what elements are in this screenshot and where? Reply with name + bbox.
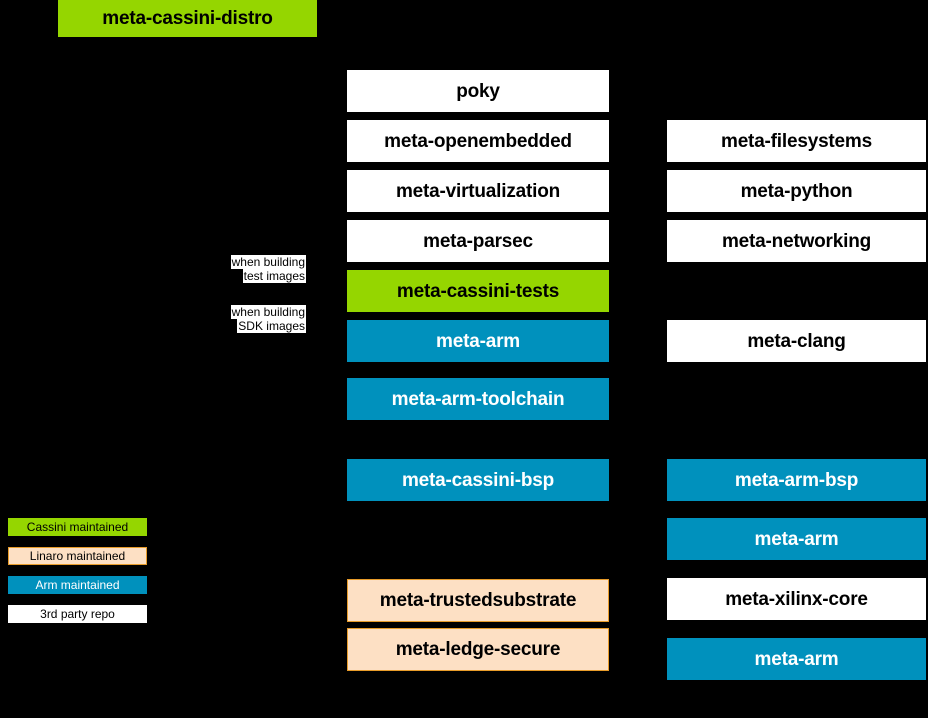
layer-box-poky[interactable]: poky bbox=[347, 70, 609, 112]
legend-item-arm-maintained: Arm maintained bbox=[8, 576, 147, 594]
legend-item-linaro-maintained: Linaro maintained bbox=[8, 547, 147, 565]
layer-box-meta-cassini-distro[interactable]: meta-cassini-distro bbox=[58, 0, 317, 37]
layer-box-meta-arm-bsp[interactable]: meta-arm-bsp bbox=[667, 459, 926, 501]
layer-box-label: meta-parsec bbox=[423, 230, 533, 252]
layer-box-meta-arm-3[interactable]: meta-arm bbox=[667, 638, 926, 680]
layer-box-meta-networking[interactable]: meta-networking bbox=[667, 220, 926, 262]
layer-box-meta-openembedded[interactable]: meta-openembedded bbox=[347, 120, 609, 162]
legend-item-label: Cassini maintained bbox=[26, 520, 129, 534]
layer-box-label: meta-openembedded bbox=[384, 130, 572, 152]
note-line-2: SDK images bbox=[237, 319, 306, 333]
layer-box-label: meta-arm-toolchain bbox=[391, 388, 565, 410]
note-line-2: test images bbox=[242, 269, 306, 283]
layer-box-meta-virtualization[interactable]: meta-virtualization bbox=[347, 170, 609, 212]
layer-box-meta-xilinx-core[interactable]: meta-xilinx-core bbox=[667, 578, 926, 620]
layer-box-label: meta-arm bbox=[754, 528, 839, 550]
layer-box-label: meta-cassini-bsp bbox=[401, 469, 555, 491]
layer-box-label: meta-xilinx-core bbox=[725, 588, 868, 610]
layer-box-label: meta-python bbox=[740, 180, 853, 202]
note-when-building-sdk-images: when building SDK images bbox=[196, 305, 306, 333]
layer-box-label: meta-networking bbox=[721, 230, 872, 252]
note-when-building-test-images: when building test images bbox=[196, 255, 306, 283]
layer-box-label: poky bbox=[456, 80, 500, 102]
layer-box-meta-python[interactable]: meta-python bbox=[667, 170, 926, 212]
layer-box-meta-arm-toolchain[interactable]: meta-arm-toolchain bbox=[347, 378, 609, 420]
legend-item-label: Arm maintained bbox=[35, 578, 120, 592]
legend-item-cassini-maintained: Cassini maintained bbox=[8, 518, 147, 536]
legend-item-label: 3rd party repo bbox=[40, 607, 115, 621]
layer-box-label: meta-virtualization bbox=[395, 180, 561, 202]
layer-box-label: meta-arm-bsp bbox=[734, 469, 859, 491]
layer-box-meta-arm-2[interactable]: meta-arm bbox=[667, 518, 926, 560]
layer-box-meta-cassini-bsp[interactable]: meta-cassini-bsp bbox=[347, 459, 609, 501]
layer-box-meta-filesystems[interactable]: meta-filesystems bbox=[667, 120, 926, 162]
layer-box-meta-parsec[interactable]: meta-parsec bbox=[347, 220, 609, 262]
legend: Cassini maintained Linaro maintained Arm… bbox=[8, 518, 147, 623]
layer-box-label: meta-arm bbox=[754, 648, 839, 670]
layer-box-meta-trustedsubstrate[interactable]: meta-trustedsubstrate bbox=[347, 579, 609, 622]
note-line-1: when building bbox=[230, 255, 306, 269]
note-line-1: when building bbox=[230, 305, 306, 319]
legend-item-label: Linaro maintained bbox=[29, 549, 126, 563]
layer-box-label: meta-cassini-distro bbox=[102, 8, 273, 29]
layer-box-meta-arm[interactable]: meta-arm bbox=[347, 320, 609, 362]
layer-box-label: meta-ledge-secure bbox=[395, 639, 561, 660]
layer-box-label: meta-arm bbox=[436, 330, 520, 352]
layer-box-label: meta-trustedsubstrate bbox=[379, 590, 577, 611]
layer-box-label: meta-clang bbox=[747, 330, 846, 352]
layer-box-label: meta-filesystems bbox=[721, 130, 872, 152]
legend-item-third-party-repo: 3rd party repo bbox=[8, 605, 147, 623]
layer-box-meta-clang[interactable]: meta-clang bbox=[667, 320, 926, 362]
layer-box-meta-ledge-secure[interactable]: meta-ledge-secure bbox=[347, 628, 609, 671]
layer-box-label: meta-cassini-tests bbox=[396, 280, 560, 302]
layer-box-meta-cassini-tests[interactable]: meta-cassini-tests bbox=[347, 270, 609, 312]
